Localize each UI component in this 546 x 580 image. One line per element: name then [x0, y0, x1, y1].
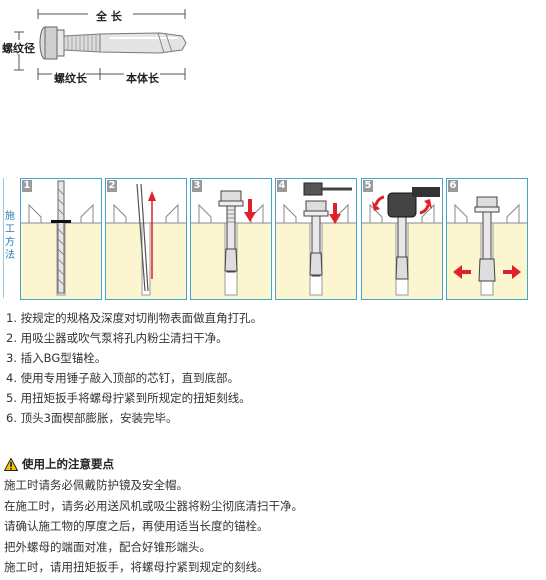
anchor-dimension-diagram — [0, 7, 187, 83]
step-panel-5: 5 — [361, 178, 443, 300]
installation-steps-list: 1. 按规定的规格及深度对切削物表面做直角打孔。 2. 用吸尘器或吹气泵将孔内粉… — [6, 308, 262, 428]
step-panel-6: 6 — [446, 178, 528, 300]
method-label-char: 工 — [5, 224, 15, 235]
note-item: 在施工时，请务必用送风机或吸尘器将粉尘彻底清扫干净。 — [4, 498, 303, 513]
thread-diameter-label: 螺纹径 — [2, 42, 35, 55]
notes-title: 使用上的注意要点 — [22, 457, 114, 471]
step-panel-3: 3 — [190, 178, 272, 300]
notes-list: 施工时请务必佩戴防护镜及安全帽。 在施工时，请务必用送风机或吸尘器将粉尘彻底清扫… — [4, 475, 303, 578]
note-item: 把外螺母的端面对准，配合好锥形端头。 — [4, 539, 211, 554]
note-item: 施工时，请用扭矩扳手，将螺母拧紧到规定的刻线。 — [4, 560, 269, 575]
step-number-badge: 4 — [277, 180, 287, 192]
step-item: 5. 用扭矩扳手将螺母拧紧到所规定的扭矩刻线。 — [6, 391, 251, 405]
step-number-badge: 6 — [448, 180, 458, 192]
warning-icon — [4, 457, 18, 471]
note-item: 施工时请务必佩戴防护镜及安全帽。 — [4, 478, 188, 492]
thread-length-label: 螺纹长 — [54, 72, 87, 85]
notes-heading: 使用上的注意要点 — [4, 456, 114, 472]
note-item: 请确认施工物的厚度之后，再使用适当长度的锚栓。 — [4, 519, 269, 534]
step-item: 2. 用吸尘器或吹气泵将孔内粉尘清扫干净。 — [6, 331, 228, 345]
method-label-char: 施 — [5, 211, 15, 222]
total-length-label: 全 长 — [96, 10, 122, 23]
step-item: 4. 使用专用锤子敲入顶部的芯钉，直到底部。 — [6, 371, 240, 385]
step-number-badge: 2 — [107, 180, 117, 192]
step-panel-2: 2 — [105, 178, 187, 300]
method-section-label: 施 工 方 法 — [3, 178, 16, 298]
step-number-badge: 3 — [192, 180, 202, 192]
method-label-char: 法 — [5, 250, 15, 261]
step-number-badge: 5 — [363, 180, 373, 192]
step-panel-1: 1 — [20, 178, 102, 300]
step-item: 6. 顶头3面楔部膨胀，安装完毕。 — [6, 411, 178, 425]
method-label-char: 方 — [5, 237, 15, 248]
step-item: 3. 插入BG型锚栓。 — [6, 351, 107, 365]
step-item: 1. 按规定的规格及深度对切削物表面做直角打孔。 — [6, 311, 263, 325]
body-length-label: 本体长 — [126, 72, 159, 85]
step-number-badge: 1 — [22, 180, 32, 192]
step-panel-4: 4 — [275, 178, 357, 300]
